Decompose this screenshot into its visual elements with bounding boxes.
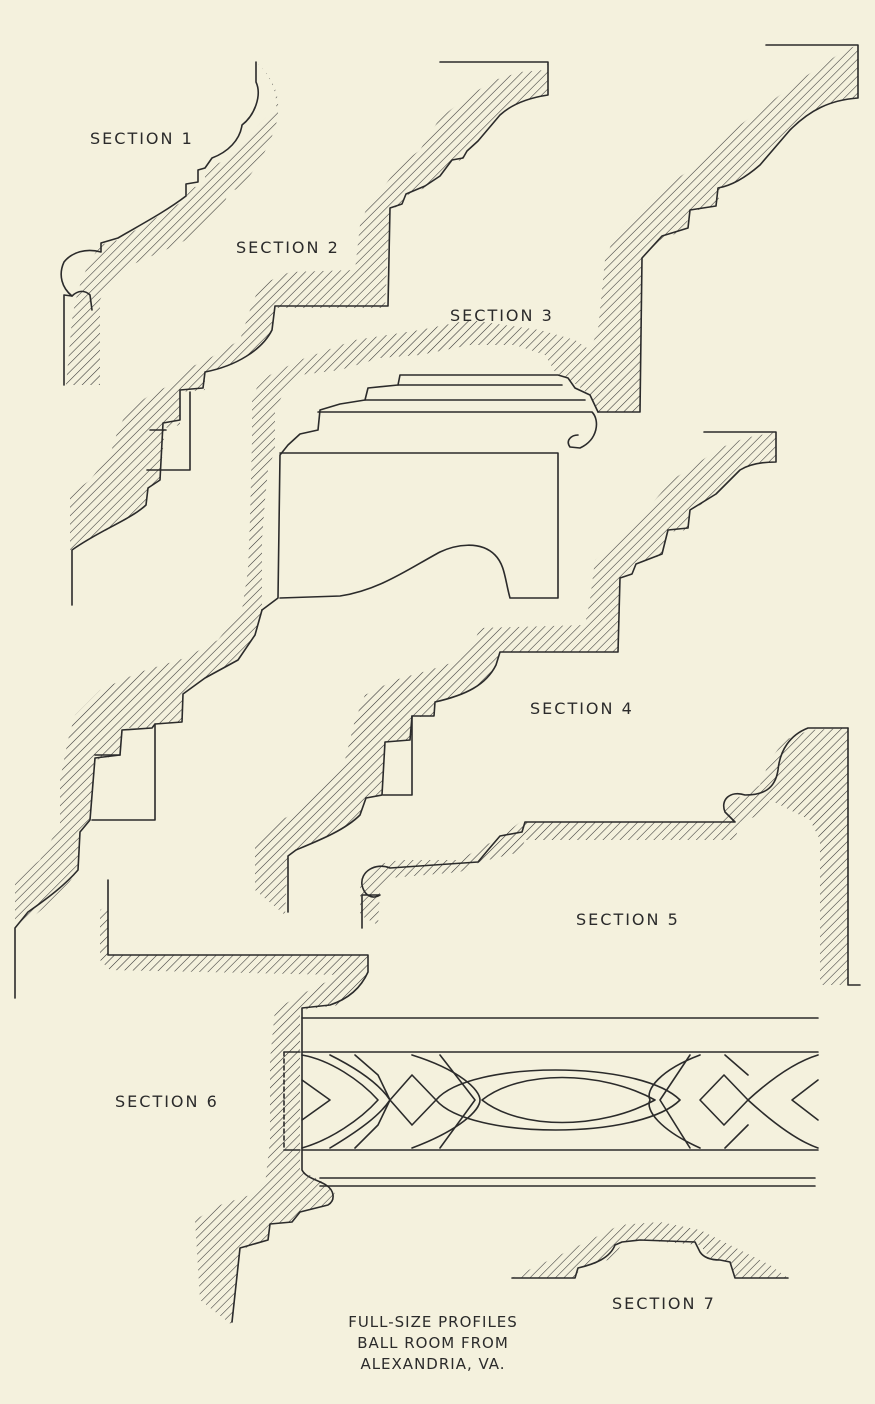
caption-line-1: FULL-SIZE PROFILES: [348, 1313, 518, 1331]
section-2-label: SECTION 2: [236, 238, 340, 257]
section-5-profile: [360, 727, 861, 986]
caption-line-2: BALL ROOM FROM: [357, 1334, 509, 1352]
section-4-label: SECTION 4: [530, 699, 634, 718]
section-6-label: SECTION 6: [115, 1092, 219, 1111]
section-1-profile: [60, 61, 279, 386]
section-4-profile: [255, 431, 777, 915]
drawing-caption: FULL-SIZE PROFILES BALL ROOM FROM ALEXAN…: [318, 1312, 548, 1375]
section-5-label: SECTION 5: [576, 910, 680, 929]
section-3-label: SECTION 3: [450, 306, 554, 325]
section-7-profile: [511, 1222, 789, 1279]
section-2-profile: [70, 61, 549, 606]
section-7-label: SECTION 7: [612, 1294, 716, 1313]
section-3-profile: [14, 44, 859, 999]
section-6-profile: [100, 879, 819, 1325]
caption-line-3: ALEXANDRIA, VA.: [360, 1355, 506, 1373]
section-1-label: SECTION 1: [90, 129, 194, 148]
